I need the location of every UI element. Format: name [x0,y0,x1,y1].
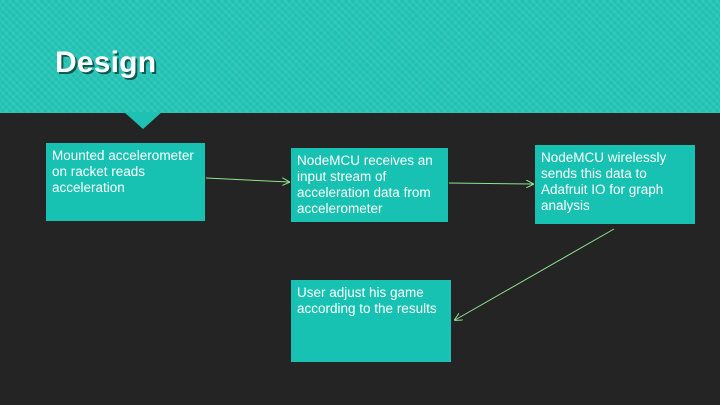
title-banner [0,0,720,113]
arrow-box3-to-box4 [455,228,615,320]
step-box-nodemcu-receive: NodeMCU receives an input stream of acce… [291,148,448,222]
slide-title: Design [55,46,157,79]
step-box-nodemcu-send: NodeMCU wirelessly sends this data to Ad… [535,145,695,224]
step-box-user-adjust: User adjust his game according to the re… [291,280,451,362]
arrow-box1-to-box2 [205,177,289,182]
arrow-box2-to-box3 [448,183,533,184]
banner-notch [124,112,162,129]
step-box-accelerometer: Mounted accelerometer on racket reads ac… [46,143,205,221]
